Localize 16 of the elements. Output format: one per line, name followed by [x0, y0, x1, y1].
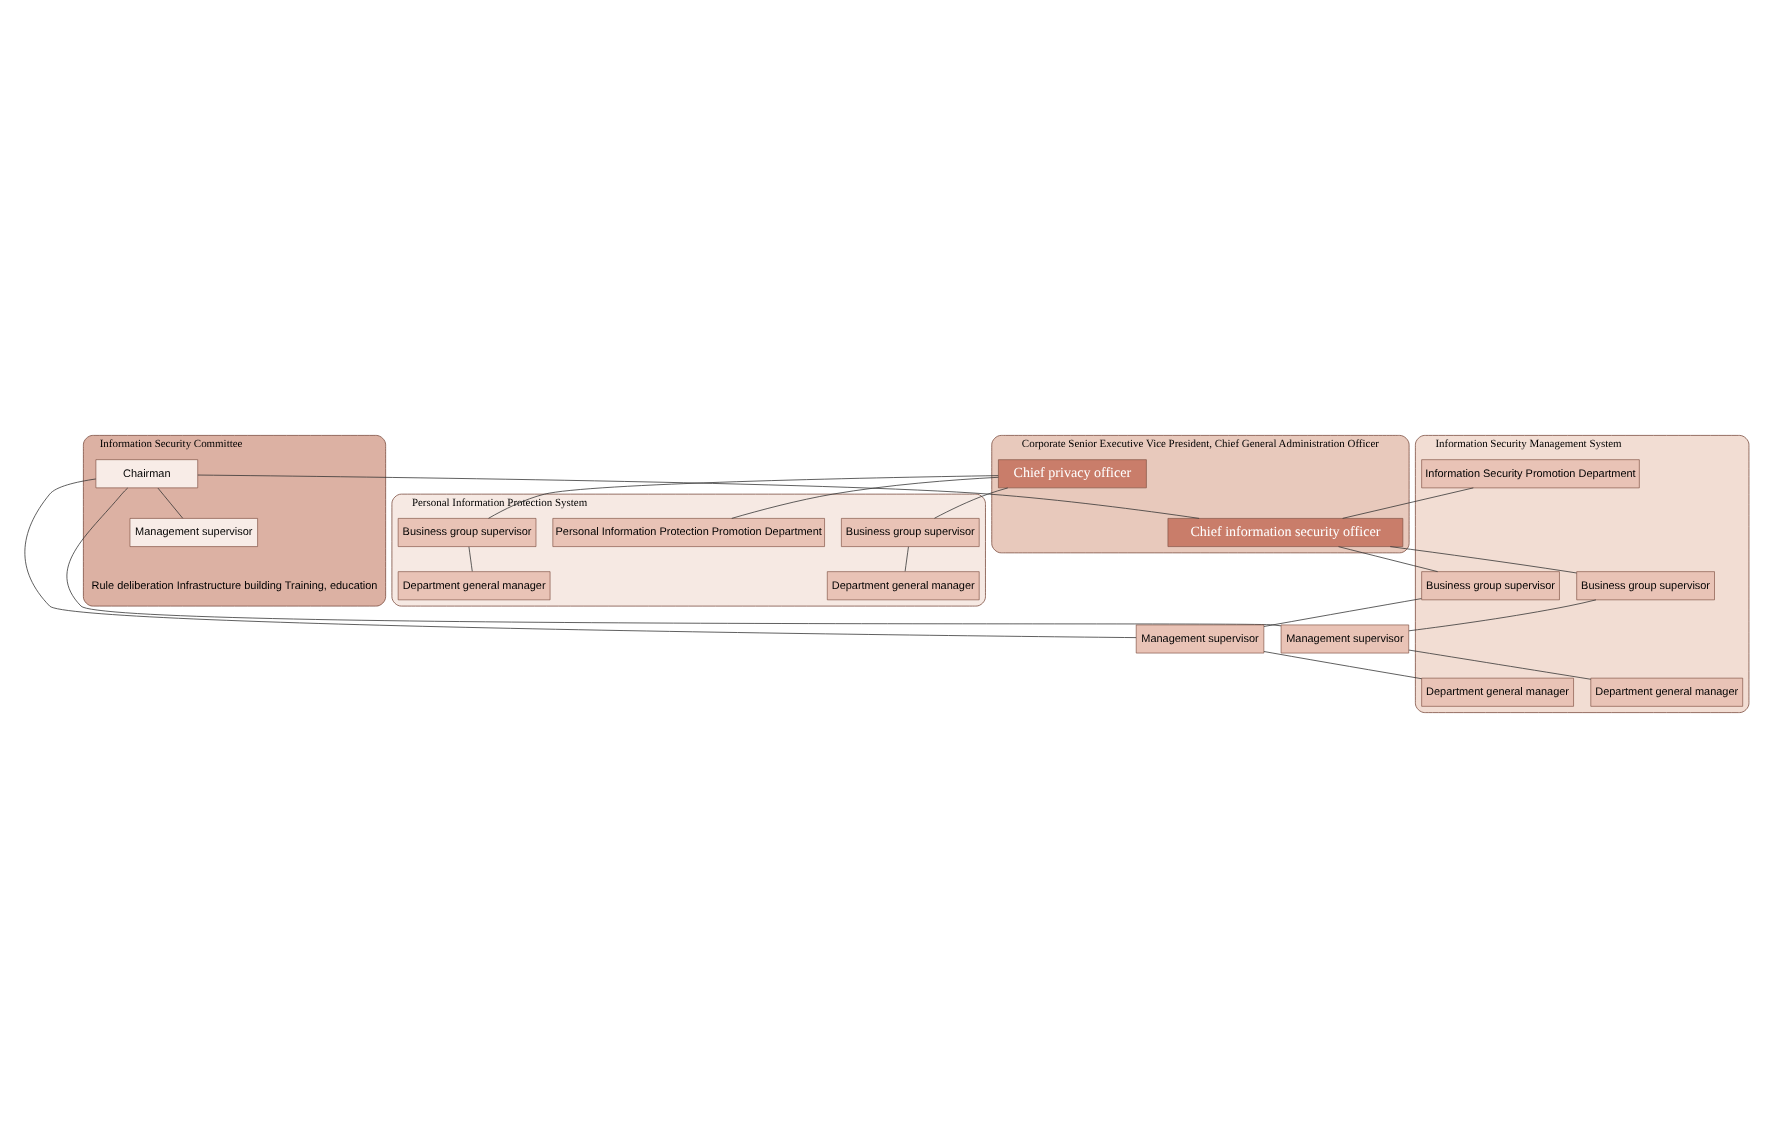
connector: [157, 486, 184, 518]
connector: [1263, 650, 1422, 679]
connector: [731, 475, 999, 518]
connector: [1342, 486, 1474, 518]
connector: [197, 473, 1200, 518]
connector: [1263, 597, 1422, 626]
connector: [1338, 545, 1439, 572]
connector: [1408, 598, 1597, 631]
connector: [24, 477, 1137, 637]
connector: [934, 486, 1009, 518]
connector: [468, 545, 473, 571]
connector: [66, 486, 1282, 626]
connector: [488, 474, 999, 518]
connector: [1389, 545, 1577, 573]
connector: [904, 545, 909, 571]
connector: [1408, 648, 1592, 679]
